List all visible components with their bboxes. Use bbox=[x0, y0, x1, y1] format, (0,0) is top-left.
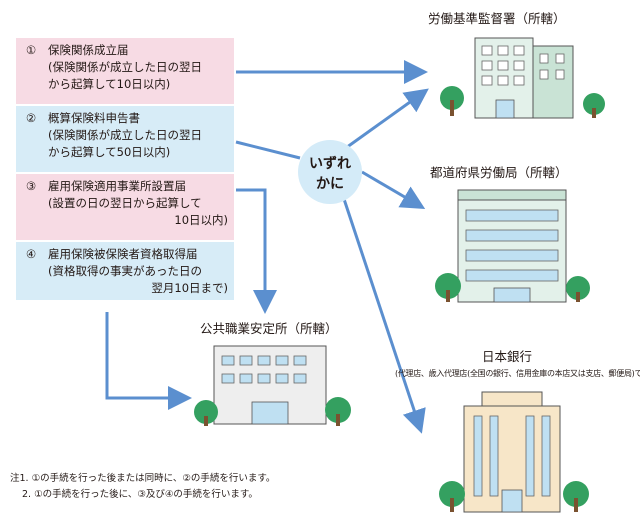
arrow-2-to-center bbox=[235, 140, 301, 160]
arrow-center-to-boj bbox=[341, 195, 426, 434]
procedure-box-2: ② 概算保険料申告書 (保険関係が成立した日の翌日 から起算して50日以内) bbox=[16, 106, 234, 172]
employment-security-office-label: 公共職業安定所（所轄） bbox=[200, 321, 338, 336]
procedure-box-1: ① 保険関係成立届 (保険関係が成立した日の翌日 から起算して10日以内) bbox=[16, 38, 234, 104]
procedure-deadline: (保険関係が成立した日の翌日 bbox=[48, 128, 202, 142]
procedure-box-4: ④ 雇用保険被保険者資格取得届 (資格取得の事実があった日の 翌月10日まで) bbox=[16, 242, 234, 300]
procedure-title: 雇用保険適用事業所設置届 bbox=[48, 179, 186, 193]
arrow-center-to-prefectural bbox=[361, 170, 426, 210]
either-label-2: かに bbox=[316, 176, 344, 192]
boj-building bbox=[439, 391, 589, 513]
procedure-box-3: ③ 雇用保険適用事業所設置届 (設置の日の翌日から起算して 10日以内) bbox=[16, 174, 234, 240]
either-label-1: いずれ bbox=[309, 155, 351, 172]
procedure-deadline: (資格取得の事実があった日の bbox=[48, 264, 202, 278]
procedure-title: 雇用保険被保険者資格取得届 bbox=[48, 247, 198, 261]
note-1: 注1. ①の手続を行った後または同時に、②の手続を行います。 bbox=[10, 473, 276, 484]
labor-standards-office-building bbox=[440, 37, 605, 119]
boj-note: (代理店、歳入代理店(全国の銀行、信用金庫の本店又は支店、郵便局)でも可) bbox=[395, 369, 640, 378]
procedure-deadline-cont: 翌月10日まで) bbox=[151, 281, 228, 295]
prefectural-labor-bureau-label: 都道府県労働局（所轄） bbox=[430, 165, 568, 180]
arrow-4-to-employment-office bbox=[105, 312, 192, 410]
procedure-number: ③ bbox=[25, 179, 37, 193]
procedure-deadline-cont: 10日以内) bbox=[174, 213, 228, 227]
procedure-deadline-cont: から起算して10日以内) bbox=[48, 77, 171, 91]
note-2: 2. ①の手続を行った後に、③及び④の手続を行います。 bbox=[22, 489, 258, 500]
prefectural-labor-bureau-building bbox=[435, 189, 590, 303]
labor-standards-office-label: 労働基準監督署（所轄） bbox=[428, 11, 566, 26]
arrow-3-to-employment-office bbox=[236, 188, 277, 314]
procedure-number: ② bbox=[25, 111, 37, 125]
procedure-title: 概算保険料申告書 bbox=[48, 111, 140, 125]
flow-arrows bbox=[105, 60, 429, 434]
employment-security-office-building bbox=[194, 345, 351, 426]
boj-label: 日本銀行 bbox=[482, 349, 533, 364]
arrow-center-to-labor-office bbox=[342, 88, 429, 152]
procedure-deadline: (保険関係が成立した日の翌日 bbox=[48, 60, 202, 74]
procedure-deadline-cont: から起算して50日以内) bbox=[48, 145, 171, 159]
procedure-deadline: (設置の日の翌日から起算して bbox=[48, 196, 202, 210]
procedure-title: 保険関係成立届 bbox=[48, 43, 129, 57]
either-circle bbox=[298, 140, 362, 204]
procedure-number: ④ bbox=[25, 247, 37, 261]
procedure-number: ① bbox=[25, 43, 37, 57]
